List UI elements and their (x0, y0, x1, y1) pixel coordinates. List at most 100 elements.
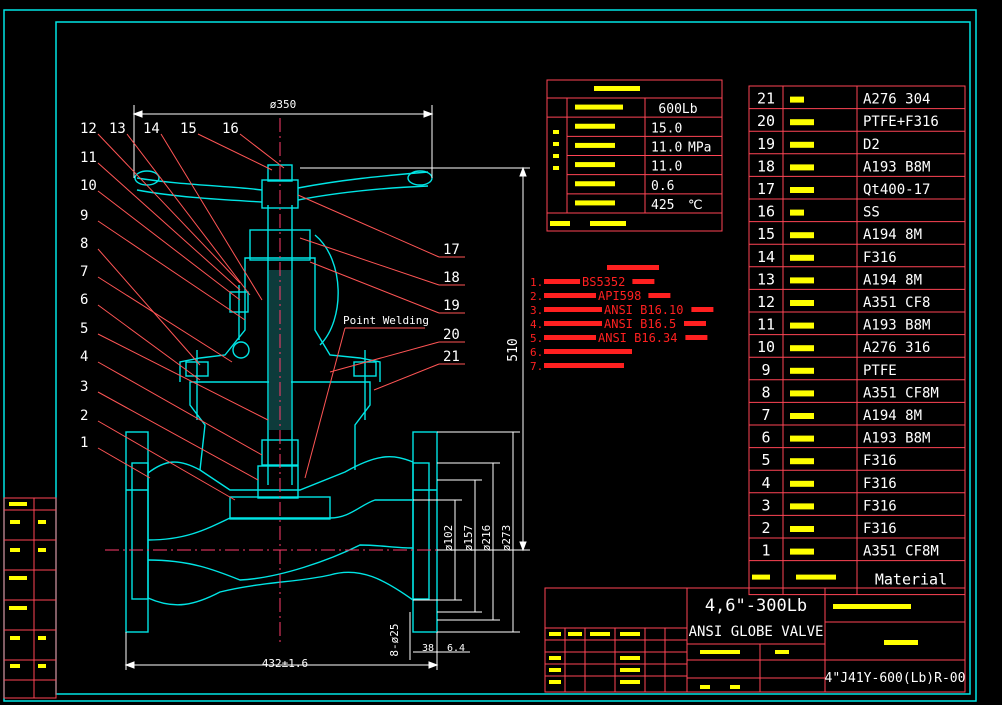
part-name-glyph (790, 209, 804, 216)
drawing-number: 4"J41Y-600(Lb)R-00 (825, 671, 966, 686)
callout-number-8: 8 (80, 236, 88, 252)
tech-req-suffix-glyph (685, 335, 708, 340)
part-name-glyph (790, 367, 814, 374)
part-material: A276 316 (863, 340, 930, 356)
part-material: A194 8M (863, 227, 922, 243)
dim-flange-od: ø273 (500, 525, 513, 552)
perf-row-value: 11.0 (651, 141, 682, 156)
tech-req-number: 1. (530, 276, 543, 289)
tech-req-text: ANSI B16.5 (604, 317, 676, 331)
callout-leader-8 (97, 248, 201, 366)
part-material: A351 CF8 (863, 295, 930, 311)
callout-number-6: 6 (80, 292, 88, 308)
part-number: 7 (761, 406, 770, 424)
part-material: PTFE+F316 (863, 114, 939, 130)
perf-row-unit: ℃ (688, 198, 703, 213)
dim-handwheel-dia: ø350 (270, 98, 297, 111)
part-name-glyph (790, 300, 814, 306)
part-name-glyph (790, 480, 814, 487)
part-name-glyph (790, 345, 814, 352)
part-number: 17 (757, 180, 775, 198)
height-dimension (300, 166, 530, 552)
part-number: 6 (761, 429, 770, 447)
tech-req-text: ANSI B16.10 (604, 303, 683, 317)
part-number: 11 (757, 316, 775, 334)
callout-leader-6 (97, 304, 201, 381)
tech-req-number: 5. (530, 332, 543, 345)
part-name-glyph (790, 232, 814, 239)
tech-req-glyph (544, 363, 624, 368)
part-number: 18 (757, 157, 775, 175)
tech-req-text: BS5352 (582, 275, 625, 289)
callout-leader-10 (97, 190, 241, 301)
callout-leader-21 (373, 363, 440, 391)
tech-req-text: ANSI B16.34 (598, 331, 677, 345)
callout-number-7: 7 (80, 264, 88, 280)
tech-req-glyph (544, 293, 596, 298)
dim-height: 510 (506, 338, 521, 361)
callout-number-18: 18 (443, 270, 460, 286)
performance-glyphs (550, 86, 640, 226)
part-name-glyph (790, 413, 814, 419)
perf-row-value: 15.0 (651, 121, 682, 136)
callout-leader-12 (97, 133, 241, 284)
packing-fill (269, 270, 291, 430)
callout-number-2: 2 (80, 408, 88, 424)
inner-frame (55, 21, 971, 695)
callout-leader-2 (97, 420, 236, 501)
callout-leader-13 (126, 133, 251, 296)
part-material: A193 B8M (863, 431, 930, 447)
part-material: A351 CF8M (863, 385, 939, 401)
callout-number-20: 20 (443, 327, 460, 343)
tech-req-glyph (544, 349, 632, 354)
callout-leader-5 (97, 333, 269, 421)
dim-raised-face: ø157 (462, 525, 475, 552)
part-number: 4 (761, 474, 770, 492)
part-material: A193 B8M (863, 159, 930, 175)
tech-req-glyph (544, 279, 580, 284)
part-number: 14 (757, 248, 775, 266)
tech-req-suffix-glyph (648, 293, 671, 298)
part-name-glyph (790, 96, 804, 103)
part-number: 5 (761, 451, 770, 469)
part-number: 19 (757, 135, 775, 153)
dim-rf-height: 6.4 (447, 643, 465, 654)
callout-number-11: 11 (80, 150, 97, 166)
part-number: 13 (757, 270, 775, 288)
part-name-glyph (790, 277, 814, 284)
callout-leader-3 (97, 391, 259, 481)
tech-req-suffix-glyph (684, 321, 706, 326)
callout-number-14: 14 (143, 121, 160, 137)
center-lines (105, 118, 450, 645)
part-name-glyph (790, 164, 814, 171)
tech-req-suffix-glyph (691, 307, 714, 312)
part-number: 20 (757, 112, 775, 130)
point-welding-label: Point Welding (343, 314, 429, 327)
callout-leader-1 (97, 447, 151, 479)
parts-header-material: Material (875, 571, 947, 589)
perf-row-value: 0.6 (651, 179, 674, 194)
callout-number-17: 17 (443, 242, 460, 258)
part-name-glyph (790, 458, 814, 465)
part-number: 1 (761, 542, 770, 560)
part-number: 2 (761, 519, 770, 537)
part-number: 9 (761, 361, 770, 379)
part-material: A193 B8M (863, 318, 930, 334)
tech-req-number: 4. (530, 318, 543, 331)
point-welding-leader (304, 327, 425, 479)
perf-row-unit: MPa (688, 141, 711, 156)
callout-number-10: 10 (80, 178, 97, 194)
callout-number-4: 4 (80, 349, 88, 365)
callout-leader-14 (160, 133, 263, 301)
part-material: D2 (863, 137, 880, 153)
tech-req-glyph (544, 335, 596, 340)
callout-number-21: 21 (443, 349, 460, 365)
revision-margin-glyphs (9, 502, 46, 668)
perf-row-label-glyph (575, 200, 615, 206)
part-material: Qt400-17 (863, 182, 930, 198)
dim-face-to-face: 432±1.6 (262, 657, 308, 670)
tech-req-glyph (544, 307, 602, 312)
callout-number-15: 15 (180, 121, 197, 137)
part-material: A351 CF8M (863, 544, 939, 560)
